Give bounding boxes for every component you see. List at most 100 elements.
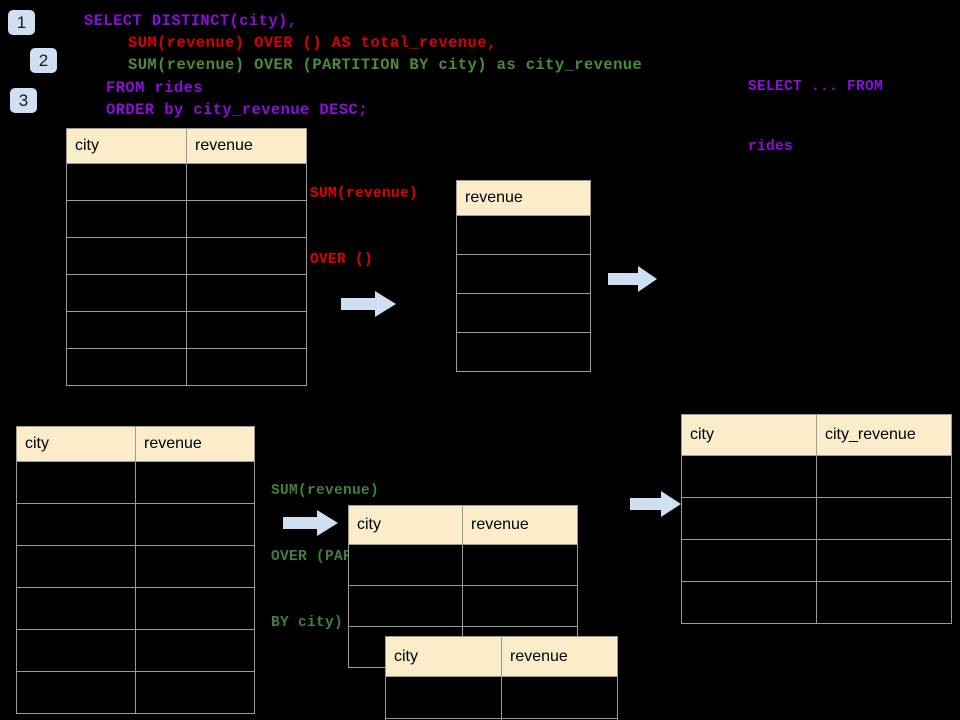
table-row [681, 497, 952, 540]
table-header-row: city revenue [385, 636, 618, 677]
cell-revenue [135, 503, 255, 546]
annotation-sum-over-empty-line-2: OVER () [310, 252, 374, 268]
table-row [16, 629, 255, 672]
table-row [16, 461, 255, 504]
table-row [16, 587, 255, 630]
cell-city [16, 671, 136, 714]
cell-city [66, 348, 187, 386]
total-revenue-table: revenue [456, 180, 591, 372]
column-header-city-revenue: city_revenue [816, 414, 952, 456]
cell-city [66, 200, 187, 238]
table-row [456, 254, 591, 294]
table-header-row: city city_revenue [681, 414, 952, 456]
cell-city [16, 545, 136, 588]
cell-revenue [462, 544, 578, 586]
cell-city [16, 461, 136, 504]
table-row [348, 585, 578, 627]
arrow-partition-to-result [630, 489, 682, 524]
cell-revenue [456, 215, 591, 255]
table-row [681, 539, 952, 582]
annotation-select-from-rides-line-1: SELECT ... FROM [748, 79, 884, 95]
sql-line-sum-over-total: SUM(revenue) OVER () AS total_revenue, [128, 34, 497, 52]
annotation-sum-over-partition-line-3: BY city) [271, 615, 344, 631]
annotation-select-from-rides: SELECT ... FROM rides [748, 37, 883, 197]
cell-city [16, 503, 136, 546]
table-row [66, 348, 307, 386]
cell-city [66, 163, 187, 201]
table-row [348, 544, 578, 586]
column-header-revenue: revenue [135, 426, 255, 462]
cell-revenue [186, 311, 307, 349]
cell-city [66, 311, 187, 349]
cell-city [681, 497, 817, 540]
table-row [66, 237, 307, 275]
table-row [16, 545, 255, 588]
arrow-right-icon [283, 510, 338, 536]
cell-revenue [456, 293, 591, 333]
cell-revenue [186, 348, 307, 386]
source-table-top: city revenue [66, 128, 307, 386]
cell-revenue [135, 587, 255, 630]
cell-revenue [135, 461, 255, 504]
table-header-row: city revenue [16, 426, 255, 462]
cell-city-revenue [816, 455, 952, 498]
step-badge-3[interactable]: 3 [10, 88, 37, 113]
arrow-source-to-partition [283, 508, 339, 543]
table-row [16, 671, 255, 714]
column-header-revenue: revenue [501, 636, 618, 677]
column-header-revenue: revenue [456, 180, 591, 216]
annotation-sum-over-empty-line-1: SUM(revenue) [310, 186, 419, 202]
step-badge-2[interactable]: 2 [30, 48, 57, 73]
cell-city-revenue [816, 581, 952, 624]
cell-city [681, 539, 817, 582]
result-table: city city_revenue [681, 414, 952, 624]
cell-revenue [186, 200, 307, 238]
arrow-source-to-total [341, 289, 397, 324]
table-row [66, 274, 307, 312]
cell-revenue [462, 585, 578, 627]
cell-city-revenue [816, 539, 952, 582]
arrow-total-to-result [608, 264, 658, 299]
partition-table-lower: city revenue [385, 636, 618, 720]
table-row [681, 581, 952, 624]
sql-line-order-by: ORDER by city_revenue DESC; [106, 101, 368, 119]
table-row [681, 455, 952, 498]
cell-city-revenue [816, 497, 952, 540]
cell-revenue [135, 671, 255, 714]
cell-city [66, 274, 187, 312]
column-header-city: city [348, 505, 463, 545]
step-badge-1[interactable]: 1 [8, 10, 35, 35]
cell-revenue [135, 545, 255, 588]
table-row [456, 293, 591, 333]
arrow-right-icon [608, 266, 657, 292]
cell-city [348, 544, 463, 586]
table-row [456, 215, 591, 255]
table-row [456, 332, 591, 372]
cell-revenue [186, 274, 307, 312]
sql-line-select-distinct: SELECT DISTINCT(city), [84, 12, 298, 30]
cell-revenue [501, 676, 618, 719]
cell-revenue [501, 718, 618, 720]
column-header-city: city [16, 426, 136, 462]
table-header-row: revenue [456, 180, 591, 216]
source-table-bottom: city revenue [16, 426, 255, 714]
table-row [66, 200, 307, 238]
cell-city [681, 581, 817, 624]
partition-table-upper: city revenue [348, 505, 578, 668]
arrow-right-icon [341, 291, 396, 317]
column-header-revenue: revenue [186, 128, 307, 164]
sql-line-sum-over-partition: SUM(revenue) OVER (PARTITION BY city) as… [128, 56, 643, 74]
cell-revenue [456, 332, 591, 372]
cell-city [385, 676, 502, 719]
annotation-sum-over-empty: SUM(revenue) OVER () [310, 139, 418, 315]
arrow-right-icon [630, 491, 681, 517]
table-row [66, 311, 307, 349]
cell-city [348, 585, 463, 627]
table-row [385, 676, 618, 719]
sql-line-from: FROM rides [106, 79, 204, 97]
cell-revenue [186, 163, 307, 201]
column-header-city: city [385, 636, 502, 677]
cell-city [66, 237, 187, 275]
annotation-sum-over-partition-line-1: SUM(revenue) [271, 483, 380, 499]
